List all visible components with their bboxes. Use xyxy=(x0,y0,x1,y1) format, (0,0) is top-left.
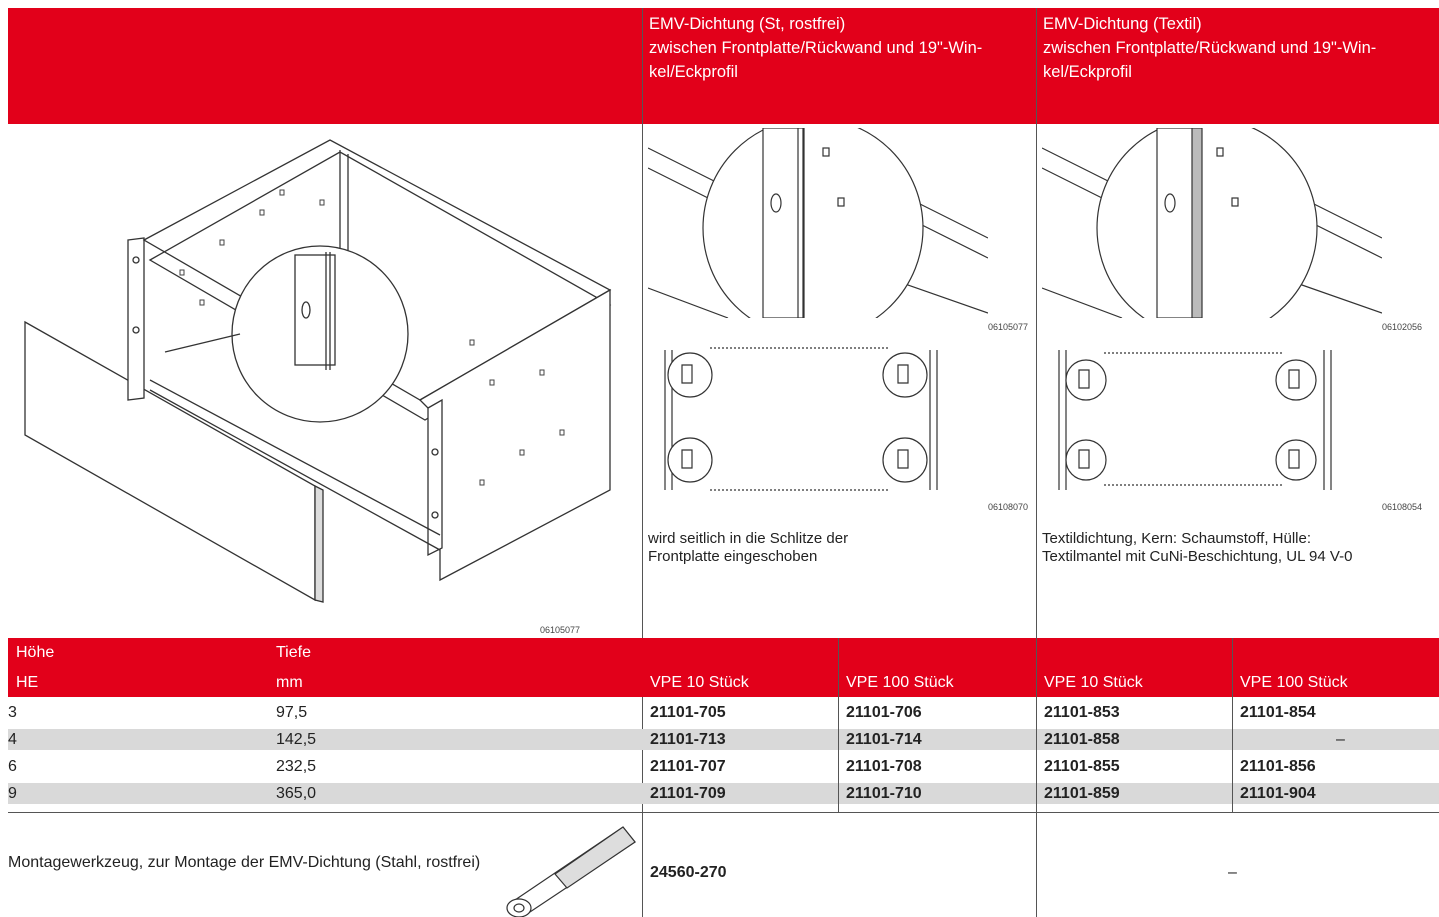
header-textil: EMV-Dichtung (Textil) zwischen Frontplat… xyxy=(1037,10,1429,86)
table-header xyxy=(8,638,1439,697)
cell-tiefe: 365,0 xyxy=(276,785,317,802)
cell-he: 4 xyxy=(8,731,17,748)
header-st-title: EMV-Dichtung (St, rostfrei) xyxy=(649,15,846,33)
th-mm: mm xyxy=(276,674,303,691)
cell-st100: 21101-708 xyxy=(846,758,922,775)
cell-st100: 21101-710 xyxy=(846,785,922,802)
cell-tx100: 21101-904 xyxy=(1240,785,1316,802)
note-textil: Textildichtung, Kern: Schaumstoff, Hülle… xyxy=(1042,530,1353,565)
cell-tx100: – xyxy=(1336,731,1345,748)
cell-tiefe: 232,5 xyxy=(276,758,317,775)
th-vpe10-st: VPE 10 Stück xyxy=(650,674,749,691)
cell-tx10: 21101-859 xyxy=(1044,785,1120,802)
header-textil-title: EMV-Dichtung (Textil) xyxy=(1043,15,1202,33)
header-st-desc: zwischen Frontplatte/Rückwand und 19"-Wi… xyxy=(649,39,983,81)
image-code-textil-detail: 06102056 xyxy=(1382,322,1423,332)
cell-st10: 21101-709 xyxy=(650,785,726,802)
image-code-textil-section: 06108054 xyxy=(1382,502,1423,512)
cell-st100: 21101-714 xyxy=(846,731,922,748)
st-detail-illustration xyxy=(648,128,988,318)
th-vpe10-tx: VPE 10 Stück xyxy=(1044,674,1143,691)
divider xyxy=(838,638,839,813)
cell-tx10: 21101-858 xyxy=(1044,731,1120,748)
cell-st10: 21101-707 xyxy=(650,758,726,775)
image-code-st-section: 06108070 xyxy=(988,502,1029,512)
th-tiefe: Tiefe xyxy=(276,644,311,661)
textil-detail-illustration xyxy=(1042,128,1382,318)
divider xyxy=(1232,638,1233,813)
cell-st10: 21101-705 xyxy=(650,704,726,721)
header-textil-desc: zwischen Frontplatte/Rückwand und 19"-Wi… xyxy=(1043,39,1377,81)
divider xyxy=(1036,638,1037,917)
th-hoehe: Höhe xyxy=(16,644,55,661)
note-st: wird seitlich in die Schlitze der Frontp… xyxy=(648,530,849,565)
tool-code-textil: – xyxy=(1228,864,1237,881)
cell-tiefe: 142,5 xyxy=(276,731,317,748)
table-row: 4 142,5 21101-713 21101-714 21101-858 – xyxy=(8,729,1439,750)
table-row: 9 365,0 21101-709 21101-710 21101-859 21… xyxy=(8,783,1439,804)
cell-tiefe: 97,5 xyxy=(276,704,308,721)
table-row: 6 232,5 21101-707 21101-708 21101-855 21… xyxy=(8,756,1439,777)
textil-section-illustration xyxy=(1058,350,1332,490)
tool-code-st: 24560-270 xyxy=(650,864,727,881)
cell-tx10: 21101-855 xyxy=(1044,758,1120,775)
header-st: EMV-Dichtung (St, rostfrei) zwischen Fro… xyxy=(643,10,1035,86)
tool-label: Montagewerkzeug, zur Montage der EMV-Dic… xyxy=(8,854,481,871)
table-body: 3 97,5 21101-705 21101-706 21101-853 211… xyxy=(0,697,1439,817)
th-vpe100-st: VPE 100 Stück xyxy=(846,674,954,691)
subrack-illustration xyxy=(24,139,612,603)
cell-he: 9 xyxy=(8,785,17,802)
st-section-illustration xyxy=(664,347,938,491)
divider xyxy=(1036,8,1037,638)
divider xyxy=(8,812,1439,813)
table-row: 3 97,5 21101-705 21101-706 21101-853 211… xyxy=(8,702,1439,723)
cell-st10: 21101-713 xyxy=(650,731,726,748)
th-vpe100-tx: VPE 100 Stück xyxy=(1240,674,1348,691)
tool-illustration xyxy=(506,826,636,917)
cell-tx100: 21101-854 xyxy=(1240,704,1316,721)
cell-he: 3 xyxy=(8,704,17,721)
th-he: HE xyxy=(16,674,39,691)
cell-he: 6 xyxy=(8,758,17,775)
cell-st100: 21101-706 xyxy=(846,704,922,721)
header-band xyxy=(8,8,1439,124)
image-code-st-detail: 06105077 xyxy=(988,322,1029,332)
cell-tx100: 21101-856 xyxy=(1240,758,1316,775)
cell-tx10: 21101-853 xyxy=(1044,704,1120,721)
image-code-main: 06105077 xyxy=(540,625,581,635)
divider xyxy=(642,8,643,917)
